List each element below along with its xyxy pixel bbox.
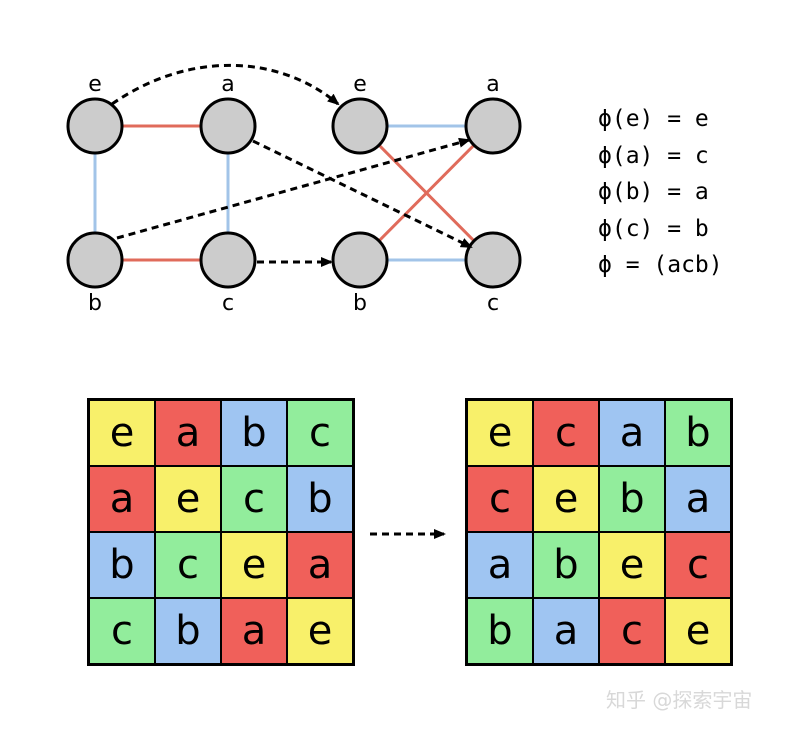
table-cell: b	[599, 466, 665, 532]
table-cell: e	[155, 466, 221, 532]
table-cell: c	[467, 466, 533, 532]
right-label-a: a	[486, 72, 499, 97]
left-node-a	[199, 97, 257, 155]
table-cell: a	[155, 400, 221, 466]
right-label-c: c	[487, 291, 499, 316]
table-cell: e	[665, 598, 731, 664]
left-node-c	[199, 231, 257, 289]
table-cell: c	[155, 532, 221, 598]
arrow-b-to-a	[116, 137, 471, 240]
table-cell: b	[155, 598, 221, 664]
table-cell: c	[89, 598, 155, 664]
table-cell: a	[665, 466, 731, 532]
right-label-e: e	[353, 72, 367, 97]
table-cell: b	[665, 400, 731, 466]
mapping-line-b: ϕ(b) = a	[598, 179, 709, 205]
right-node-a	[464, 97, 522, 155]
table-cell: a	[287, 532, 353, 598]
table-cell: e	[467, 400, 533, 466]
right-node-c	[464, 231, 522, 289]
mapping-line-e: ϕ(e) = e	[598, 106, 709, 132]
left-label-b: b	[88, 291, 102, 316]
arrow-a-to-c	[252, 139, 473, 249]
table-cell: b	[533, 532, 599, 598]
table-cell: a	[89, 466, 155, 532]
table-cell: e	[221, 532, 287, 598]
table-cell: b	[221, 400, 287, 466]
left-node-b	[66, 231, 124, 289]
right-label-b: b	[353, 291, 367, 316]
table-cell: b	[467, 598, 533, 664]
left-label-a: a	[221, 72, 234, 97]
table-cell: a	[467, 532, 533, 598]
left-label-e: e	[88, 72, 102, 97]
right-node-b	[331, 231, 389, 289]
table-cell: e	[533, 466, 599, 532]
table-cell: c	[287, 400, 353, 466]
table-cell: b	[287, 466, 353, 532]
mapping-line-a: ϕ(a) = c	[598, 142, 709, 169]
watermark: 知乎 @探索宇宙	[606, 688, 753, 712]
mapping-cycle: ϕ = (acb)	[598, 252, 723, 278]
left-node-e	[66, 97, 124, 155]
right-edge-b-a	[358, 124, 495, 262]
mapping-line-c: ϕ(c) = b	[598, 215, 709, 242]
table-cell: c	[533, 400, 599, 466]
table-cell: e	[89, 400, 155, 466]
table-cell: a	[533, 598, 599, 664]
left-label-c: c	[222, 291, 234, 316]
table-cell: e	[599, 532, 665, 598]
table-cell: b	[89, 532, 155, 598]
right-node-e	[331, 97, 389, 155]
table-cell: c	[665, 532, 731, 598]
mapping-list: ϕ(e) = e ϕ(a) = c ϕ(b) = a ϕ(c) = b ϕ = …	[598, 104, 723, 287]
table-cell: c	[599, 598, 665, 664]
table-cell: e	[287, 598, 353, 664]
table-cell: a	[599, 400, 665, 466]
table-cell: c	[221, 466, 287, 532]
table-cell: a	[221, 598, 287, 664]
